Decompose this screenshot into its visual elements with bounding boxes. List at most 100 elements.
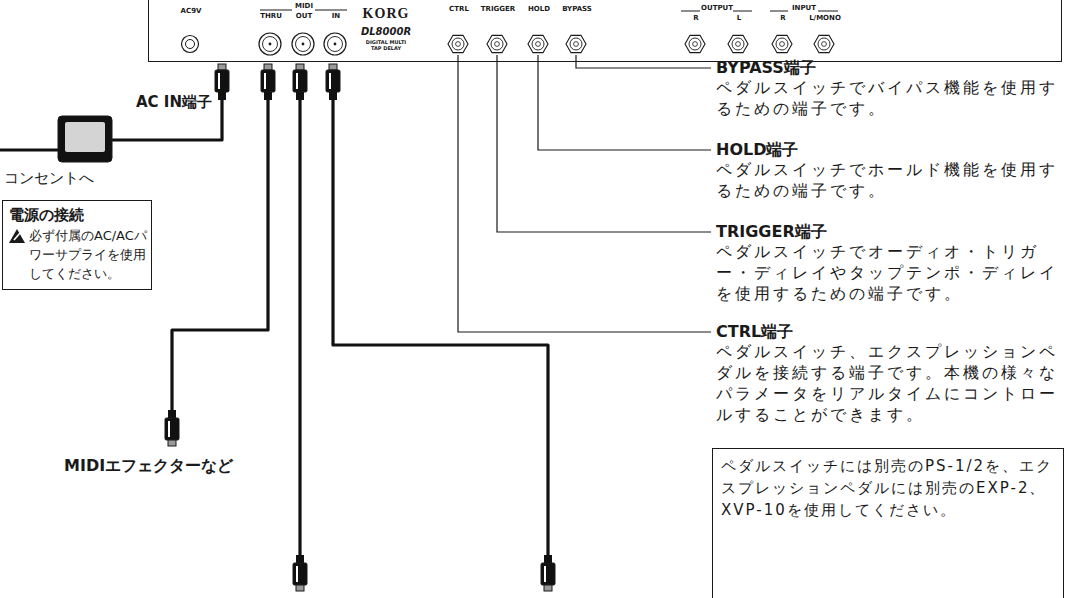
cables: [0, 64, 555, 591]
plug-highlight: [168, 421, 170, 437]
cable: [172, 100, 268, 410]
phone-jack-hole: [780, 42, 785, 47]
phone-jack-hole: [736, 42, 741, 47]
group-bracket-line: [315, 10, 347, 11]
phone-jack-nut: [448, 35, 468, 52]
midi-jack-ring: [328, 37, 343, 52]
panel-label: DIGITAL MULTI TAP DELAY: [364, 40, 408, 51]
plug-tip: [329, 64, 337, 70]
group-bracket-line: [818, 11, 838, 12]
phone-jack: [732, 38, 744, 50]
outlet-note: コンセントへ: [4, 168, 94, 188]
phone-jack-nut: [487, 35, 507, 52]
plug-strain-relief: [544, 555, 552, 563]
plug-strain-relief: [264, 92, 272, 100]
terminal-heading: HOLD端子: [716, 140, 798, 160]
caution-slash: [14, 233, 20, 240]
note-text: ペダルスイッチには別売のPS-1/2を、エクスプレッションペダルには別売のEXP…: [721, 455, 1055, 521]
dc-jack-core: [186, 40, 195, 49]
panel-label: HOLD: [528, 6, 550, 13]
phone-jack: [570, 38, 582, 50]
panel-label: INPUT: [792, 5, 816, 12]
phone-jack: [532, 38, 544, 50]
plug-body: [293, 563, 307, 585]
caution-icon: [8, 228, 26, 244]
plug-tip: [168, 440, 176, 446]
panel-label: L/MONO: [809, 15, 841, 22]
plug-body: [326, 70, 340, 92]
midi-jack-pin: [334, 43, 337, 46]
caution-mark: [9, 229, 25, 243]
terminal-heading: BYPASS端子: [716, 58, 816, 78]
midi-jack: [259, 33, 281, 55]
plug-strain-relief: [168, 410, 176, 418]
phone-jack-hole: [693, 42, 698, 47]
terminal-description: ペダルスイッチでバイパス機能を使用するための端子です。: [716, 78, 1066, 120]
leader-line: [458, 55, 711, 332]
panel-label: CTRL: [449, 6, 469, 13]
phone-jack-hole: [456, 42, 461, 47]
group-bracket-line: [770, 11, 788, 12]
plug-highlight: [544, 566, 546, 582]
phone-jack-hole: [574, 42, 579, 47]
plug-highlight: [218, 73, 220, 89]
cable: [0, 148, 58, 151]
panel-label: KORG: [363, 7, 410, 21]
terminal-description: ペダルスイッチ、エクスプレッションペダルを接続する端子です。本機の様々なパラメー…: [716, 342, 1066, 426]
panel-label: R: [780, 15, 785, 22]
plug-highlight: [329, 73, 331, 89]
terminal-heading: CTRL端子: [716, 322, 793, 342]
plug-strain-relief: [218, 92, 226, 100]
plug-body: [261, 70, 275, 92]
panel-label: L: [737, 15, 741, 22]
terminal-heading: TRIGGER端子: [716, 222, 827, 242]
leader-lines: [458, 55, 711, 332]
plug-body: [541, 563, 555, 585]
ac-adapter-face: [65, 122, 105, 152]
phone-jack: [491, 38, 503, 50]
midi-jack-pin: [302, 43, 305, 46]
panel-label: OUT: [296, 13, 312, 20]
leader-line: [538, 55, 711, 150]
midi-jack-ring: [296, 37, 311, 52]
phone-jack-hole: [822, 42, 827, 47]
plug-tip: [296, 585, 304, 591]
cable: [333, 100, 548, 555]
plug-body: [215, 70, 229, 92]
plug-tip: [544, 585, 552, 591]
plug-body: [293, 70, 307, 92]
panel-jacks: [182, 10, 839, 55]
terminal-label: AC IN端子: [136, 92, 212, 112]
note-box: ペダルスイッチには別売のPS-1/2を、エクスプレッションペダルには別売のEXP…: [712, 448, 1064, 598]
plug-strain-relief: [329, 92, 337, 100]
phone-jack-hole: [536, 42, 541, 47]
panel-label: TRIGGER: [481, 6, 515, 13]
plug-strain-relief: [296, 92, 304, 100]
panel-label: DL8000R: [361, 27, 411, 37]
midi-jack-ring: [263, 37, 278, 52]
panel-label: THRU: [260, 13, 282, 20]
terminal-description: ペダルスイッチでオーディオ・トリガー・ディレイやタップテンポ・ディレイを使用する…: [716, 242, 1066, 305]
plug-highlight: [296, 566, 298, 582]
plug-tip: [218, 64, 226, 70]
dc-jack: [182, 36, 199, 53]
phone-jack-nut: [566, 35, 586, 52]
phone-jack: [452, 38, 464, 50]
midi-jack-pin: [269, 43, 272, 46]
leader-line: [497, 55, 711, 232]
panel-label: BYPASS: [562, 6, 592, 13]
group-bracket-line: [681, 11, 700, 12]
phone-jack-nut: [814, 35, 834, 52]
panel-label: OUTPUT: [701, 5, 733, 12]
plug-highlight: [264, 73, 266, 89]
phone-jack: [818, 38, 830, 50]
phone-jack-nut: [685, 35, 705, 52]
phone-jack-nut: [728, 35, 748, 52]
phone-jack: [689, 38, 701, 50]
rear-panel: AC9VMIDITHRUOUTINKORGDL8000RDIGITAL MULT…: [148, 0, 1062, 62]
panel-label: MIDI: [295, 3, 313, 10]
panel-label: IN: [332, 13, 340, 20]
terminal-description: ペダルスイッチでホールド機能を使用するための端子です。: [716, 160, 1066, 202]
ac-adapter: [58, 116, 112, 162]
